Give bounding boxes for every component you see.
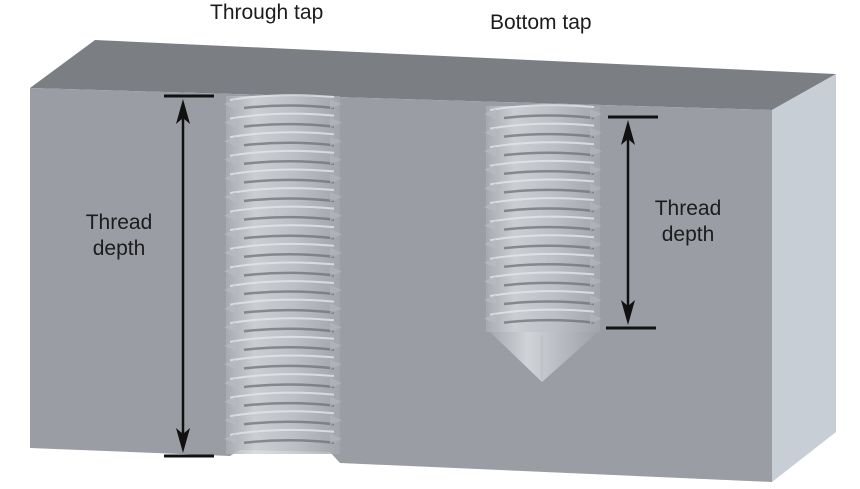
arrow-up-icon: [621, 120, 635, 145]
through-thread-depth-line2: depth: [92, 237, 146, 260]
bottom-thread-depth-label: Thread depth: [628, 196, 748, 248]
block-top-face: [30, 40, 836, 110]
bottom-thread-depth-line2: depth: [661, 223, 715, 246]
bottom-thread-depth-line1: Thread: [654, 197, 722, 220]
block-front-face: [30, 88, 772, 482]
through-thread-depth-label: Thread depth: [59, 210, 179, 262]
arrow-down-icon: [176, 428, 190, 453]
block-side-face: [772, 74, 836, 482]
through-depth-dimension: [164, 94, 214, 458]
arrow-down-icon: [621, 300, 635, 325]
bottom-tap-cone-tip: [490, 332, 598, 382]
through-thread-depth-line1: Thread: [85, 211, 153, 234]
arrow-up-icon: [176, 99, 190, 124]
bottom-tap-threads: [484, 104, 602, 382]
through-tap-label: Through tap: [210, 1, 324, 24]
bottom-tap-label: Bottom tap: [490, 11, 592, 34]
bottom-depth-dimension: [606, 115, 658, 330]
through-tap-threads: [224, 94, 342, 454]
